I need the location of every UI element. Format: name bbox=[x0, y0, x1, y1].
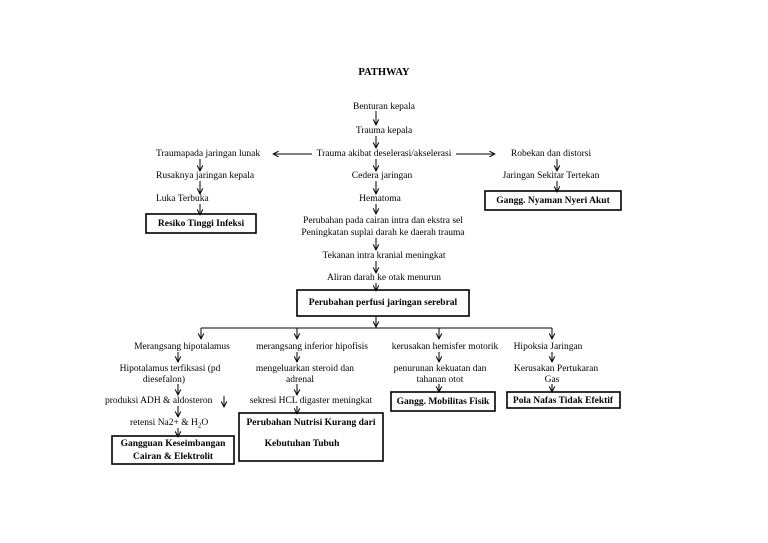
node-kerusakan-hemisfer: kerusakan hemisfer motorik bbox=[392, 341, 499, 352]
node-merangsang-hipofisis: merangsang inferior hipofisis bbox=[256, 341, 368, 352]
diagnosis-perfusi-serebral: Perubahan perfusi jaringan serebral bbox=[309, 298, 458, 308]
node-kerusakan-pertukaran: Kerusakan Pertukaran bbox=[514, 364, 598, 374]
diagnosis-nutrisi-1: Perubahan Nutrisi Kurang dari bbox=[246, 418, 375, 428]
node-produksi-adh: produksi ADH & aldosteron bbox=[105, 396, 213, 406]
node-penurunan-kekuatan: penurunan kekuatan dan bbox=[394, 364, 487, 374]
diagnosis-box-cairan-elektrolit bbox=[111, 435, 235, 465]
node-rusaknya-jaringan: Rusaknya jaringan kepala bbox=[156, 171, 255, 181]
node-trauma-kepala: Trauma kepala bbox=[356, 126, 413, 136]
diagnosis-box-pola-nafas bbox=[506, 391, 621, 409]
diagnosis-cairan-elektrolit-1: Gangguan Keseimbangan bbox=[121, 439, 227, 449]
diagnosis-box-perfusi-serebral bbox=[296, 289, 470, 317]
diagnosis-box-resiko-infeksi bbox=[145, 213, 257, 234]
node-cedera-jaringan: Cedera jaringan bbox=[352, 171, 413, 181]
node-adrenal: adrenal bbox=[286, 375, 314, 385]
node-tekanan-intrakranial: Tekanan intra kranial meningkat bbox=[322, 251, 445, 261]
diagnosis-pola-nafas: Pola Nafas Tidak Efektif bbox=[513, 396, 614, 406]
node-luka-terbuka: Luka Terbuka bbox=[156, 194, 209, 204]
node-retensi: retensi Na2+ & H2O bbox=[130, 418, 208, 430]
node-sekresi-hcl: sekresi HCL digaster meningkat bbox=[250, 396, 373, 406]
node-hematoma: Hematoma bbox=[359, 194, 401, 204]
diagnosis-box-nyeri-akut bbox=[484, 190, 622, 211]
node-peningkatan-suplai: Peningkatan suplai darah ke daerah traum… bbox=[301, 228, 465, 238]
node-tahanan-otot: tahanan otot bbox=[417, 375, 464, 385]
page-title: PATHWAY bbox=[358, 67, 410, 78]
diagnosis-box-nutrisi bbox=[238, 412, 384, 462]
node-diesefalon: diesefalon) bbox=[143, 374, 185, 385]
node-perubahan-cairan: Perubahan pada cairan intra dan ekstra s… bbox=[303, 216, 463, 226]
connectors bbox=[178, 111, 557, 437]
node-trauma-jaringan-lunak: Traumapada jaringan lunak bbox=[156, 149, 260, 159]
node-gas: Gas bbox=[545, 375, 560, 385]
diagnosis-mobilitas: Gangg. Mobilitas Fisik bbox=[397, 397, 490, 407]
node-hipotalamus-terfiksasi: Hipotalamus terfiksasi (pd bbox=[120, 363, 221, 374]
diagnosis-nyeri-akut: Gangg. Nyaman Nyeri Akut bbox=[496, 196, 610, 206]
node-merangsang-hipotalamus: Merangsang hipotalamus bbox=[134, 342, 230, 352]
node-trauma-akibat: Trauma akibat deselerasi/akselerasi bbox=[317, 149, 452, 159]
diagnosis-resiko-infeksi: Resiko Tinggi Infeksi bbox=[158, 219, 245, 229]
diagnosis-nutrisi-2: Kebutuhan Tubuh bbox=[265, 439, 340, 449]
node-jaringan-sekitar: Jaringan Sekitar Tertekan bbox=[503, 171, 600, 181]
diagnosis-cairan-elektrolit-2: Cairan & Elektrolit bbox=[133, 452, 214, 462]
node-robekan-distorsi: Robekan dan distorsi bbox=[511, 149, 592, 159]
node-hipoksia-jaringan: Hipoksia Jaringan bbox=[514, 342, 583, 352]
node-mengeluarkan-steroid: mengeluarkan steroid dan bbox=[256, 364, 354, 374]
node-aliran-darah: Aliran darah ke otak menurun bbox=[327, 273, 441, 283]
node-benturan-kepala: Benturan kepala bbox=[353, 102, 416, 112]
diagnosis-box-mobilitas bbox=[390, 391, 496, 412]
